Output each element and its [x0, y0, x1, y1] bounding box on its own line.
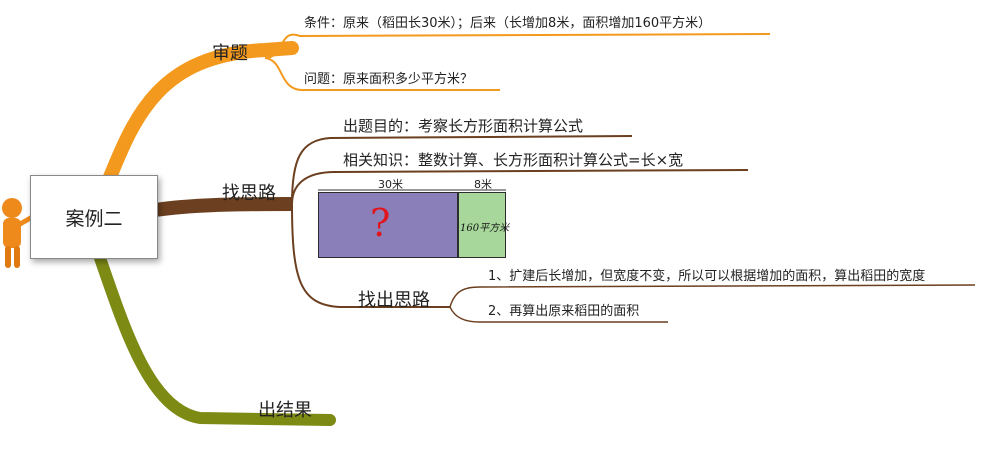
detail-question-line	[264, 57, 500, 92]
teacher-figure-icon	[2, 198, 43, 268]
sub-detail-2-line	[449, 306, 668, 323]
center-node-label: 案例二	[65, 207, 123, 230]
added-area-label: 160平方米	[460, 223, 510, 234]
detail-condition-line	[264, 33, 771, 59]
branch-shenti-connector	[101, 41, 299, 189]
branch-chujieguo-label[interactable]: 出结果	[258, 400, 312, 421]
added-field-rect	[458, 192, 506, 258]
detail-condition: 条件：原来（稻田长30米）；后来（长增加8米，面积增加160平方米）	[304, 16, 712, 31]
length-label: 30米	[378, 178, 403, 191]
branch-zhaosilu-label[interactable]: 找思路	[222, 183, 276, 204]
sub-detail-2: 2、再算出原来稻田的面积	[488, 304, 640, 319]
detail-knowledge-line	[291, 169, 749, 205]
detail-question: 问题：原来面积多少平方米？	[304, 72, 474, 87]
detail-purpose-line	[291, 135, 633, 205]
detail-purpose: 出题目的：考察长方形面积计算公式	[343, 117, 584, 135]
sub-detail-1: 1、扩建后长增加，但宽度不变，所以可以根据增加的面积，算出稻田的宽度	[488, 269, 926, 284]
branch-shenti-label[interactable]: 审题	[212, 43, 248, 64]
extra-length-label: 8米	[474, 178, 492, 191]
branch-zhaosilu-connector	[154, 197, 293, 217]
sub-branch-label[interactable]: 找出思路	[358, 290, 430, 311]
sub-branch-connector	[291, 203, 450, 308]
original-field-rect	[318, 192, 458, 258]
sub-detail-1-line	[449, 284, 976, 308]
branch-chujieguo-connector	[94, 252, 336, 426]
unknown-area-mark: ?	[370, 201, 391, 245]
center-node[interactable]: 案例二	[30, 175, 158, 259]
detail-knowledge: 相关知识：整数计算、长方形面积计算公式=长×宽	[343, 151, 684, 169]
